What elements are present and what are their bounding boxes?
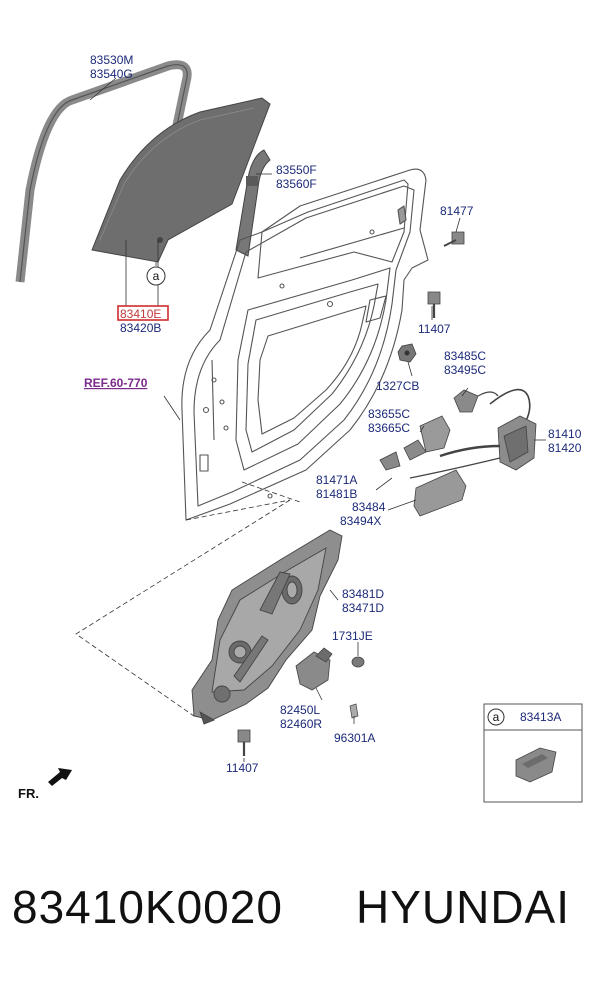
label-83560f: 83560F <box>276 177 317 191</box>
inset-callout-letter: a <box>493 710 500 724</box>
label-83655c: 83655C <box>368 407 410 421</box>
inset-part-label: 83413A <box>520 710 561 724</box>
label-83420b: 83420B <box>120 321 161 335</box>
label-83471d: 83471D <box>342 601 384 615</box>
part-number: 83410K0020 <box>12 881 283 933</box>
label-82460r: 82460R <box>280 717 322 731</box>
label-83410e: 83410E <box>120 307 161 321</box>
label-81420: 81420 <box>548 441 582 455</box>
leader-lines <box>75 77 546 762</box>
door-latch-assembly <box>379 388 537 517</box>
label-11407-upper: 11407 <box>418 322 451 336</box>
label-83665c: 83665C <box>368 421 410 435</box>
label-1731je: 1731JE <box>332 629 373 643</box>
label-1327cb: 1327CB <box>376 379 419 393</box>
detail-inset: a 83413A <box>483 703 583 803</box>
grommet-1731je <box>351 656 365 668</box>
window-regulator-module <box>191 529 343 725</box>
label-81471a: 81471A <box>316 473 357 487</box>
label-96301a: 96301A <box>334 731 375 745</box>
label-83481d: 83481D <box>342 587 384 601</box>
door-glass <box>91 97 271 263</box>
clip-96301a <box>349 703 359 719</box>
motor-82450l <box>295 647 333 691</box>
label-81410: 81410 <box>548 427 582 441</box>
label-83540g: 83540G <box>90 67 133 81</box>
callout-a: a <box>146 266 166 286</box>
label-83484: 83484 <box>352 500 386 514</box>
label-83550f: 83550F <box>276 163 317 177</box>
highlight-box <box>117 305 169 321</box>
label-83494x: 83494X <box>340 514 381 528</box>
rear-channel <box>235 149 271 257</box>
label-82450l: 82450L <box>280 703 320 717</box>
door-frame <box>181 168 429 521</box>
nut-1327cb <box>397 343 417 363</box>
reference-label: REF.60-770 <box>84 376 148 390</box>
label-83485c: 83485C <box>444 349 486 363</box>
front-label: FR. <box>18 786 39 801</box>
front-direction-arrow: FR. <box>18 768 72 801</box>
label-11407-lower: 11407 <box>226 761 259 775</box>
bolt-81477 <box>443 231 465 247</box>
brand-name: HYUNDAI <box>356 881 571 933</box>
glass-channel-clip <box>515 747 557 783</box>
bolt-11407-upper <box>427 291 441 318</box>
bolt-11407-lower <box>237 729 251 756</box>
part-labels: 83530M 83540G 83550F 83560F 81477 11407 … <box>84 53 582 775</box>
label-83530m: 83530M <box>90 53 133 67</box>
label-81477: 81477 <box>440 204 474 218</box>
callout-a-letter: a <box>153 269 160 283</box>
label-83495c: 83495C <box>444 363 486 377</box>
glass-run-channel <box>15 60 192 283</box>
label-81481b: 81481B <box>316 487 357 501</box>
